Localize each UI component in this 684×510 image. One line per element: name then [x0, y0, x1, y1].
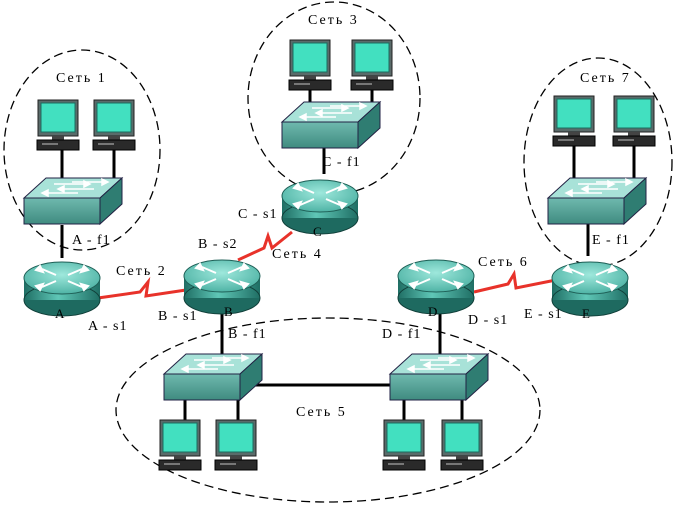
interface-b-s1-label: B - s1: [158, 309, 197, 324]
network-5-label: Сеть 5: [296, 405, 347, 420]
pc-icon[interactable]: [440, 419, 484, 471]
router-e-icon[interactable]: [551, 261, 629, 317]
router-c-label: C: [313, 224, 322, 239]
interface-d-s1-label: D - s1: [468, 313, 508, 328]
router-d-label: D: [428, 304, 437, 319]
interface-e-f1-label: E - f1: [592, 233, 630, 248]
interface-b-f1-label: B - f1: [228, 327, 267, 342]
network-1-label: Сеть 1: [56, 71, 107, 86]
router-b-icon[interactable]: [183, 259, 261, 315]
pc-icon[interactable]: [214, 419, 258, 471]
serial-links: [97, 230, 557, 300]
pc-icon[interactable]: [158, 419, 202, 471]
switch-icon[interactable]: [547, 177, 647, 225]
switch-icon[interactable]: [23, 177, 123, 225]
network-6-label: Сеть 6: [478, 255, 529, 270]
pc-icon[interactable]: [36, 99, 80, 151]
router-b-label: B: [224, 304, 233, 319]
interface-a-s1-label: A - s1: [88, 319, 127, 334]
router-e-label: E: [582, 306, 590, 321]
network-4-label: Сеть 4: [272, 247, 323, 262]
interface-a-f1-label: A - f1: [72, 233, 111, 248]
pc-icon[interactable]: [350, 39, 394, 91]
network-1-boundary: [3, 49, 161, 251]
interface-c-f1-label: C - f1: [322, 155, 361, 170]
network-2-label: Сеть 2: [116, 264, 167, 279]
switch-icon[interactable]: [389, 353, 489, 401]
switch-icon[interactable]: [281, 101, 381, 149]
pc-icon[interactable]: [92, 99, 136, 151]
pc-icon[interactable]: [612, 95, 656, 147]
network-5-boundary: [115, 317, 541, 503]
pc-icon[interactable]: [288, 39, 332, 91]
interface-d-f1-label: D - f1: [382, 327, 421, 342]
pc-icon[interactable]: [552, 95, 596, 147]
interface-c-s1-label: C - s1: [238, 207, 277, 222]
network-3-label: Сеть 3: [308, 13, 359, 28]
interface-b-s2-label: B - s2: [198, 237, 237, 252]
switch-icon[interactable]: [163, 353, 263, 401]
network-7-label: Сеть 7: [580, 71, 631, 86]
router-a-label: A: [55, 306, 65, 321]
pc-icon[interactable]: [382, 419, 426, 471]
interface-e-s1-label: E - s1: [524, 307, 563, 322]
